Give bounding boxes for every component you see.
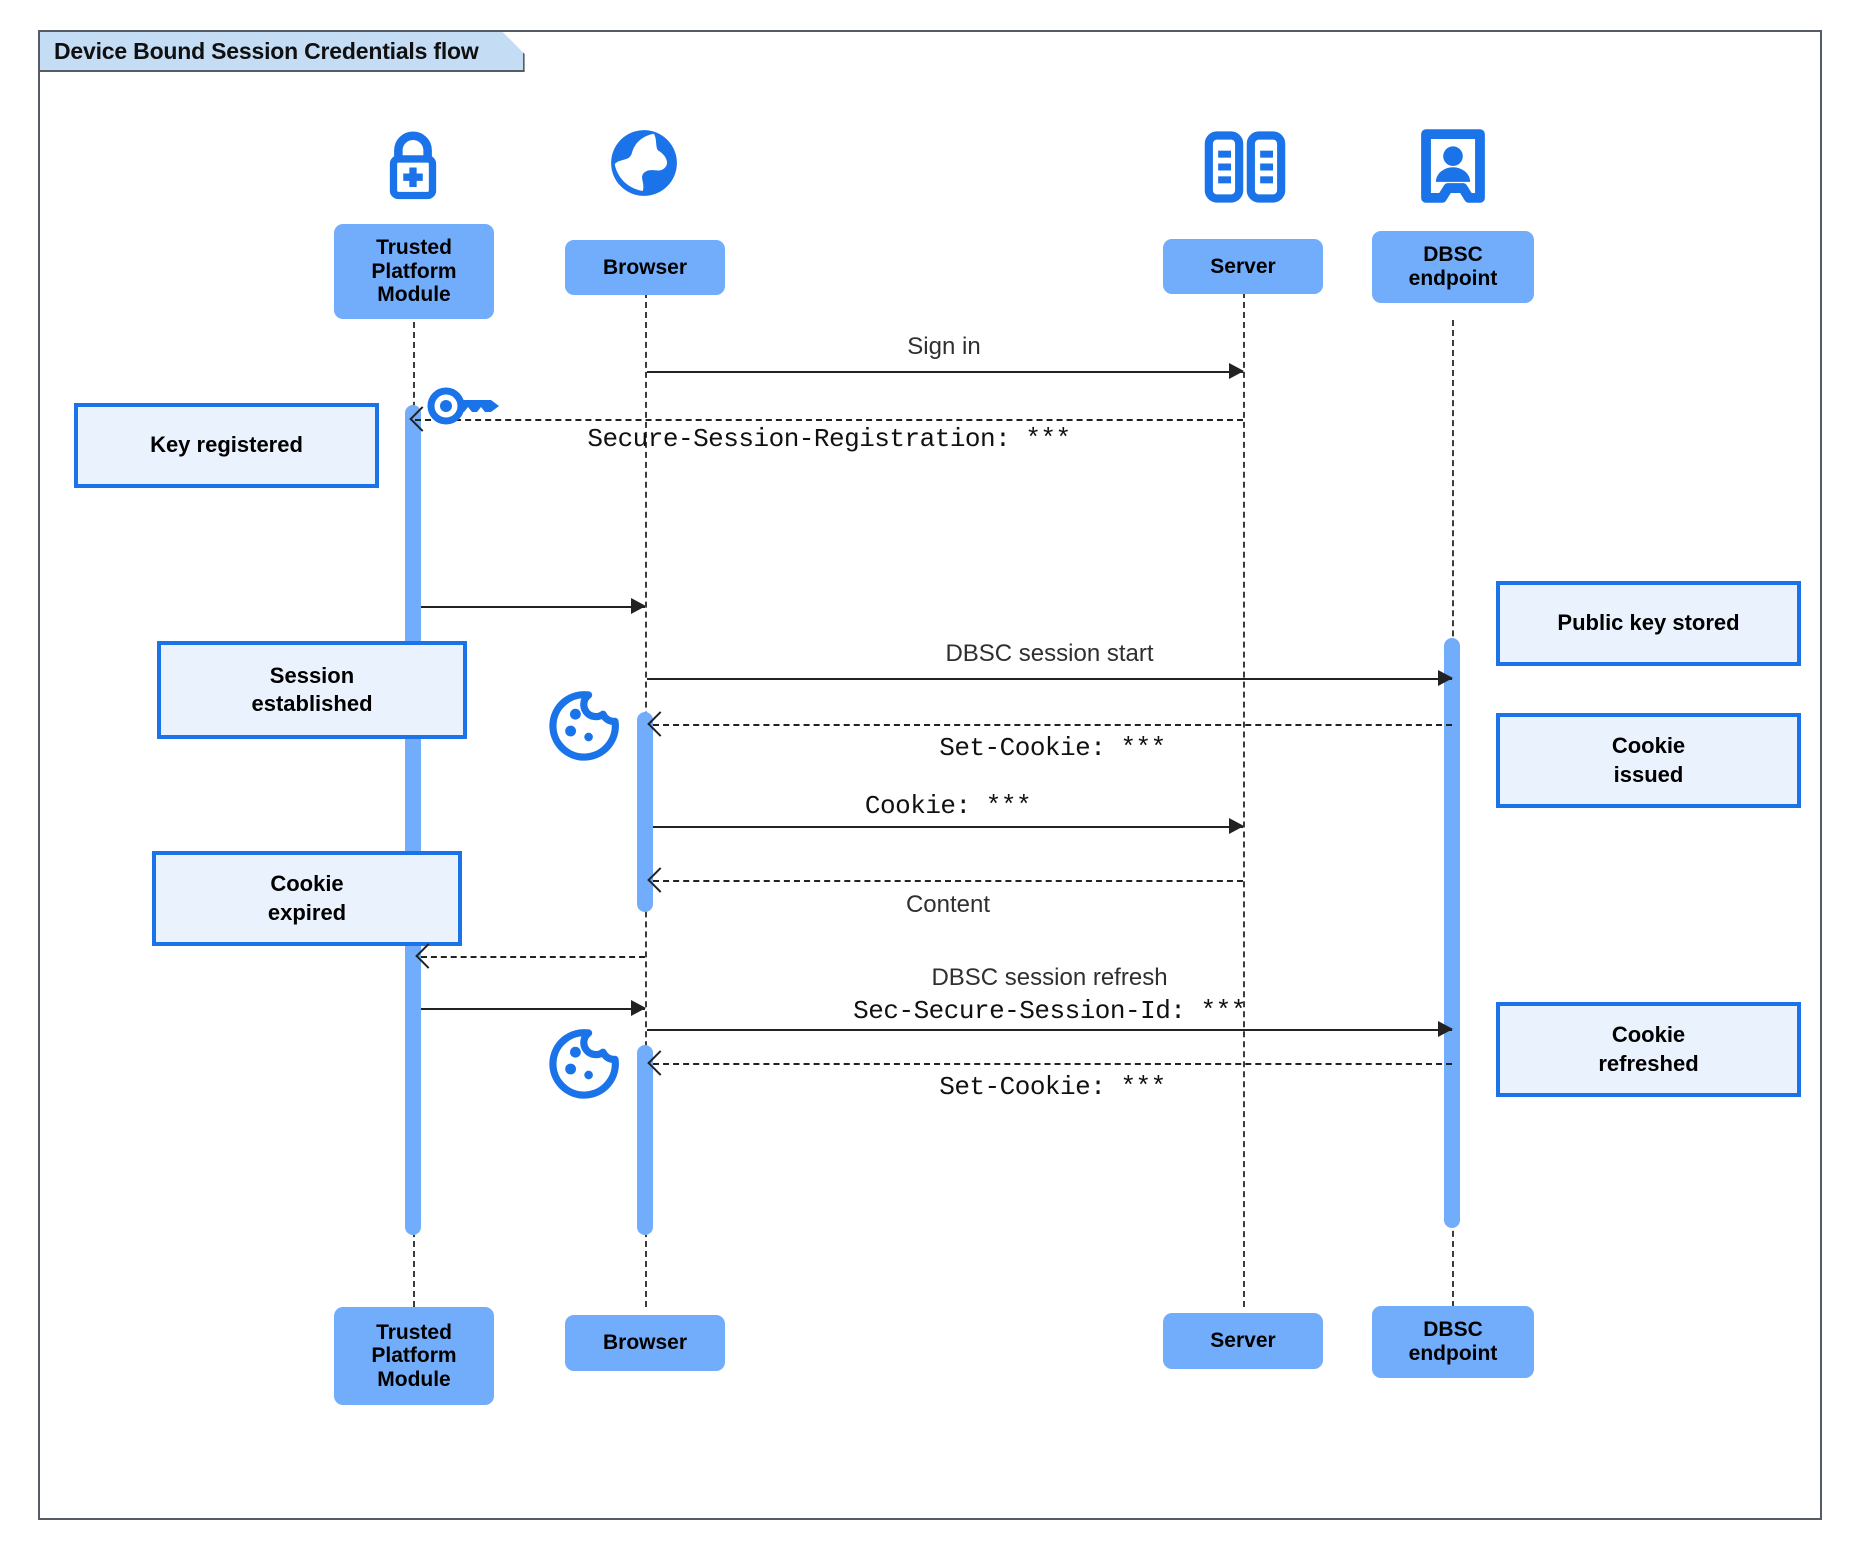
message-line: [653, 880, 1243, 882]
message-line: [647, 371, 1243, 373]
arrowhead-right-icon: [1438, 670, 1453, 686]
participant-label: DBSC endpoint: [1408, 243, 1498, 290]
activation-browser-2: [637, 1045, 653, 1235]
arrowhead-right-icon: [1229, 363, 1244, 379]
participant-label: Trusted Platform Module: [371, 1320, 457, 1391]
padlock-plus-icon: [372, 125, 454, 205]
note-text: Cookie expired: [267, 871, 347, 925]
arrowhead-right-icon: [1229, 818, 1244, 834]
participant-server-bottom[interactable]: Server: [1163, 1313, 1323, 1369]
note-cookie-issued: Cookie issued: [1496, 713, 1801, 808]
note-text: Public key stored: [1557, 610, 1740, 636]
participant-label: Server: [1210, 254, 1276, 278]
participant-dbsc-bottom[interactable]: DBSC endpoint: [1372, 1306, 1534, 1378]
participant-label: Server: [1210, 1329, 1276, 1353]
activation-tpm: [405, 405, 421, 1235]
message-label-content: Content: [905, 891, 991, 918]
note-cookie-refreshed: Cookie refreshed: [1496, 1002, 1801, 1097]
cookie-icon: [547, 687, 623, 763]
participant-label: Browser: [602, 255, 688, 279]
participant-dbsc-top[interactable]: DBSC endpoint: [1372, 231, 1534, 303]
message-label-cookie-request: Cookie: ***: [864, 791, 1032, 821]
note-text: Cookie issued: [1611, 733, 1686, 787]
globe-icon: [600, 122, 688, 204]
message-label-set-cookie-1: Set-Cookie: ***: [939, 733, 1166, 763]
lifeline-server: [1243, 272, 1245, 1307]
note-public-key-stored: Public key stored: [1496, 581, 1801, 666]
message-label-secure-session-registration: Secure-Session-Registration: ***: [587, 424, 1071, 454]
note-cookie-expired: Cookie expired: [152, 851, 462, 946]
note-text: Cookie refreshed: [1598, 1022, 1699, 1076]
activation-browser-1: [637, 712, 653, 912]
message-sublabel-dbsc-session-refresh: Sec-Secure-Session-Id: ***: [853, 996, 1246, 1026]
note-text: Key registered: [150, 432, 303, 458]
note-key-registered: Key registered: [74, 403, 379, 488]
message-line: [653, 826, 1243, 828]
message-line: [653, 724, 1452, 726]
message-line: [647, 678, 1452, 680]
arrowhead-right-icon: [631, 598, 646, 614]
activation-dbsc: [1444, 638, 1460, 1228]
key-icon: [424, 382, 504, 430]
participant-label: Browser: [602, 1331, 688, 1355]
cookie-icon: [547, 1025, 623, 1101]
message-line: [415, 419, 1243, 421]
message-label-sign-in: Sign in: [907, 333, 981, 360]
message-line: [647, 1029, 1452, 1031]
note-text: Session established: [251, 662, 373, 716]
note-session-established: Session established: [157, 641, 467, 739]
message-line: [421, 606, 645, 608]
participant-label: DBSC endpoint: [1408, 1318, 1498, 1365]
participant-tpm-bottom[interactable]: Trusted Platform Module: [334, 1307, 494, 1405]
participant-server-top[interactable]: Server: [1163, 239, 1323, 294]
participant-tpm-top[interactable]: Trusted Platform Module: [334, 224, 494, 319]
id-badge-icon: [1412, 126, 1494, 206]
frame-title: Device Bound Session Credentials flow: [40, 32, 525, 72]
participant-browser-bottom[interactable]: Browser: [565, 1315, 725, 1371]
server-rack-icon: [1200, 128, 1290, 206]
participant-browser-top[interactable]: Browser: [565, 240, 725, 295]
message-line: [653, 1063, 1452, 1065]
participant-label: Trusted Platform Module: [371, 236, 457, 307]
arrowhead-right-icon: [631, 1000, 646, 1016]
message-line: [421, 956, 645, 958]
message-label-dbsc-session-start: DBSC session start: [945, 640, 1154, 667]
arrowhead-right-icon: [1438, 1021, 1453, 1037]
message-line: [421, 1008, 645, 1010]
message-label-set-cookie-2: Set-Cookie: ***: [939, 1072, 1166, 1102]
message-label-dbsc-session-refresh: DBSC session refresh: [931, 964, 1168, 991]
